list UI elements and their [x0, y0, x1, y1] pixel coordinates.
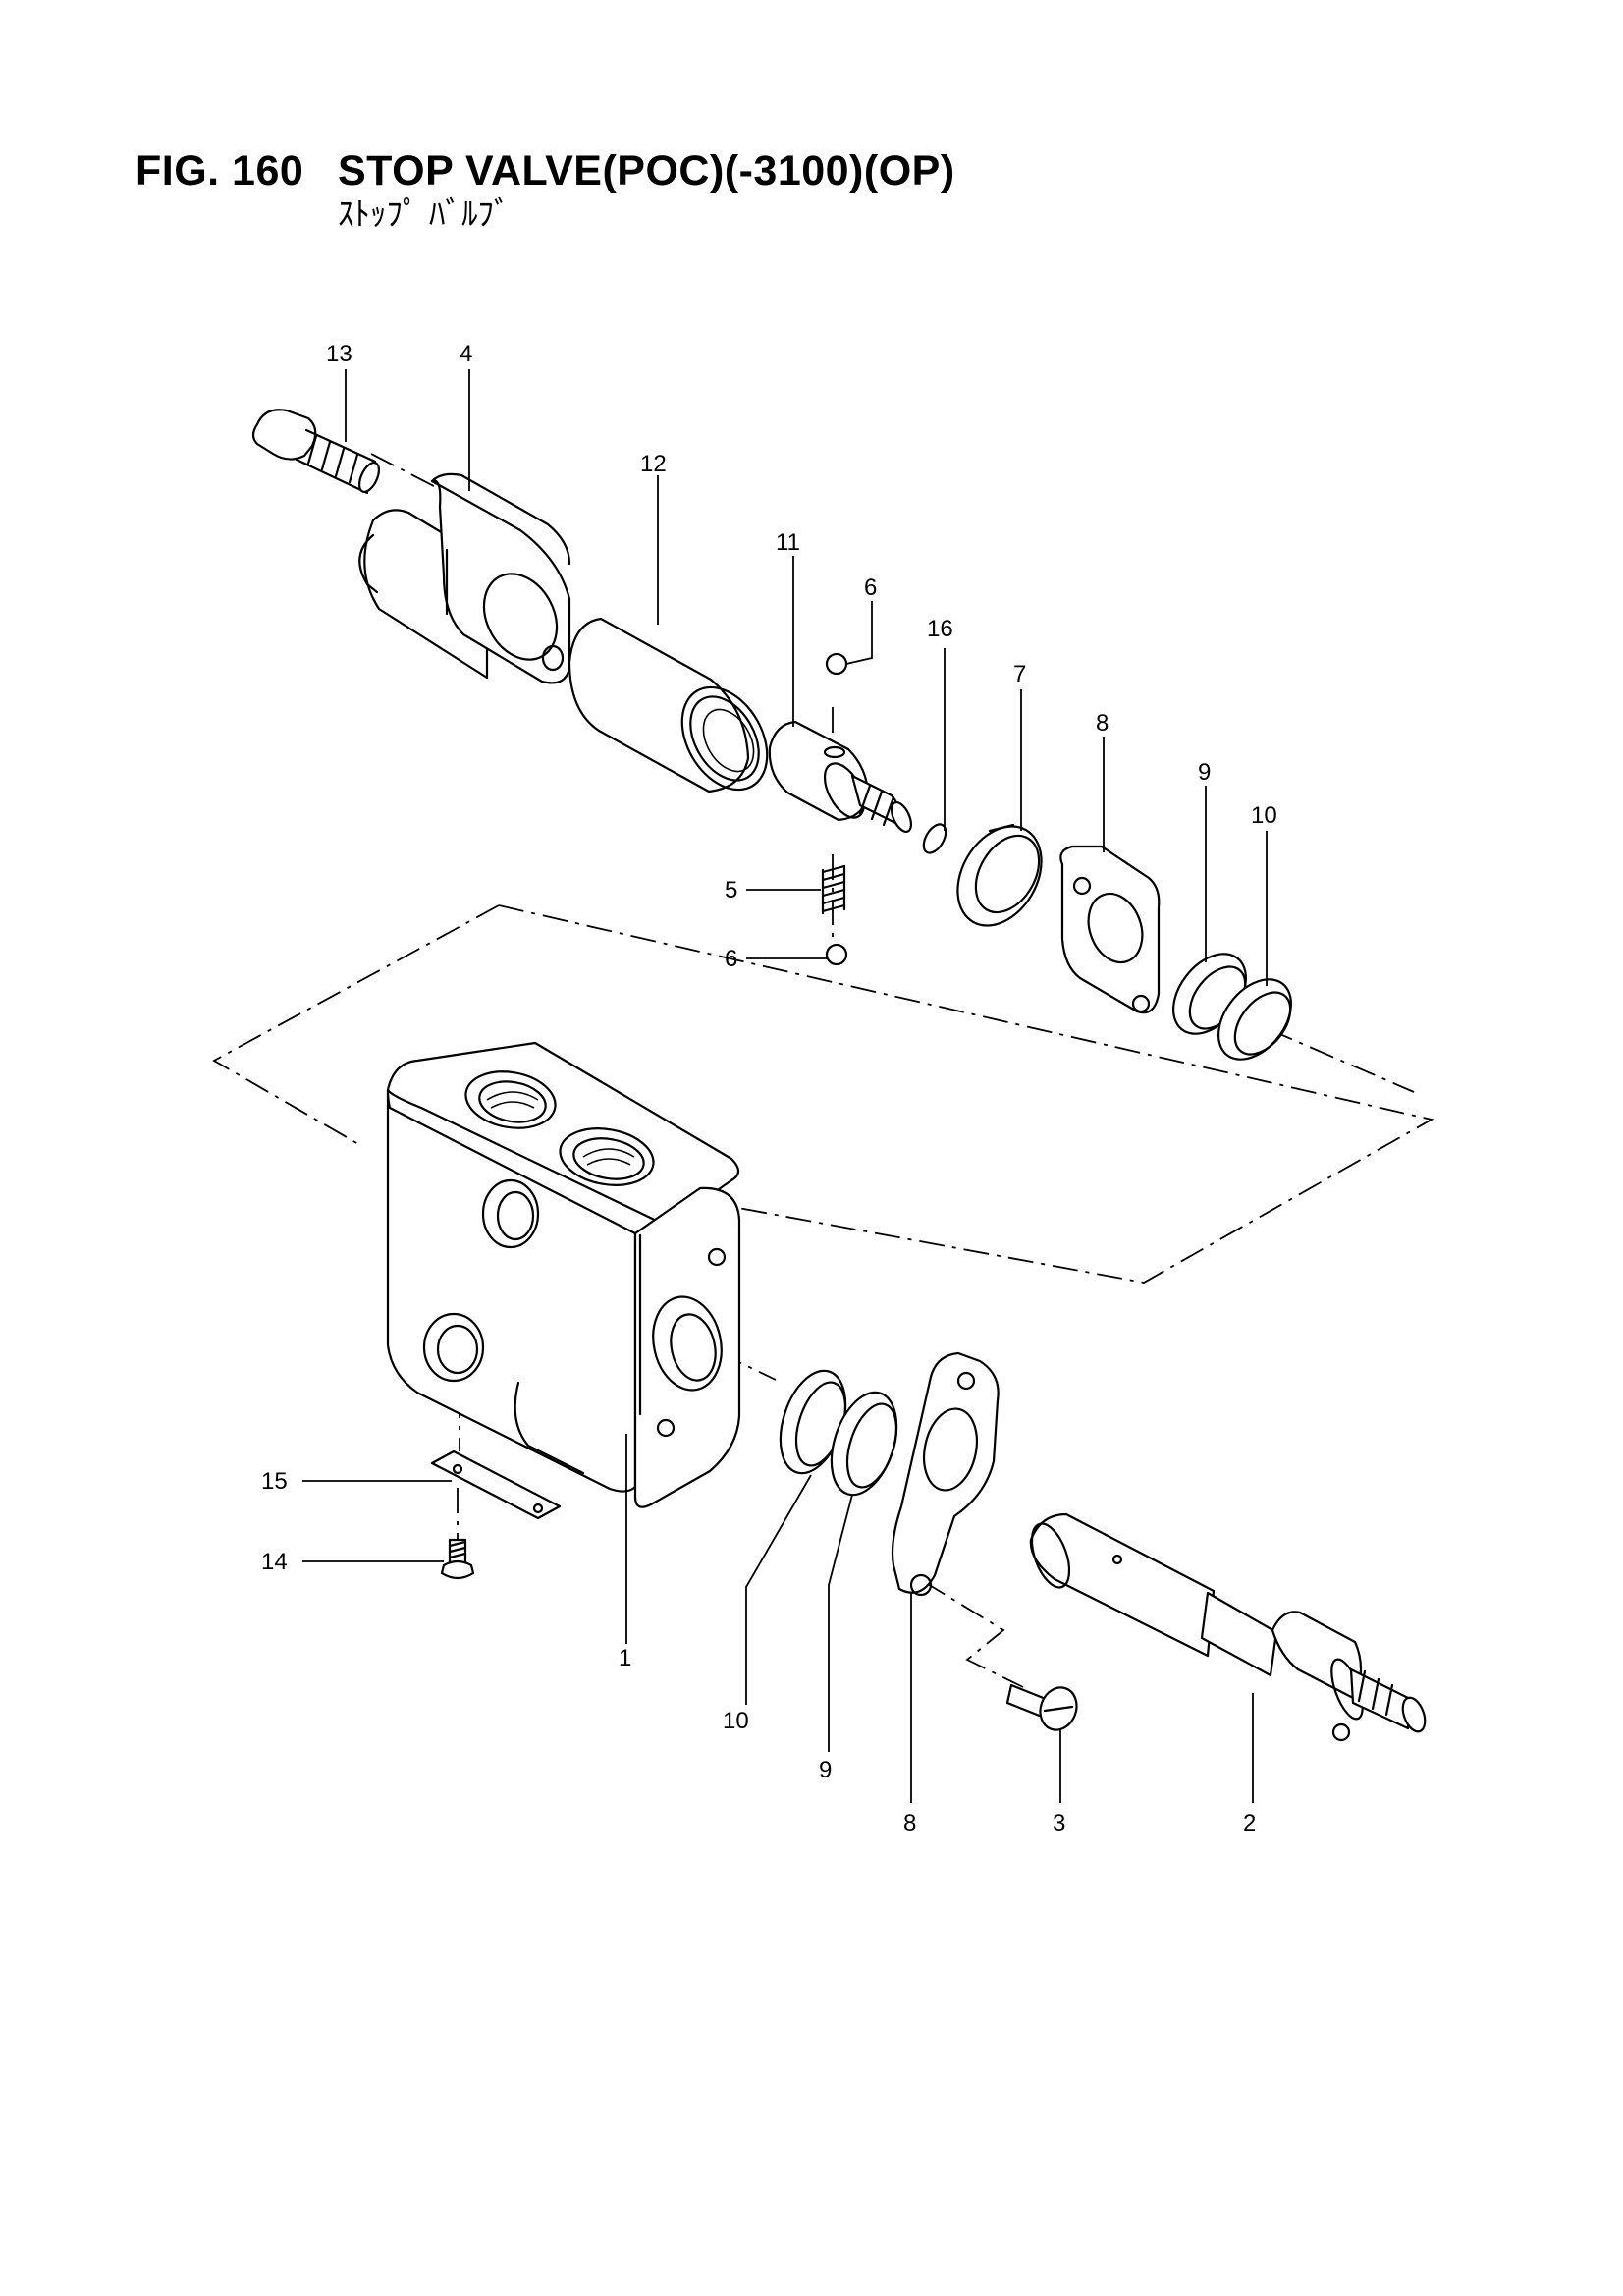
callout-4: 4	[460, 341, 472, 367]
part-5-spring	[821, 864, 846, 915]
callout-10-upper: 10	[1251, 802, 1277, 829]
callout-13: 13	[326, 341, 352, 367]
figure-header: FIG. 160 STOP VALVE(POC)(-3100)(OP) ｽﾄｯﾌﾟ…	[135, 147, 955, 234]
callout-8-lower: 8	[903, 1810, 916, 1836]
part-7-ring	[956, 823, 1043, 927]
callout-10-lower: 10	[723, 1708, 749, 1734]
part-2-shaft	[1029, 1512, 1427, 1742]
part-9-ring-lower	[830, 1391, 898, 1497]
callout-2: 2	[1243, 1810, 1256, 1836]
part-10-ring-upper	[1217, 978, 1292, 1061]
figure-title-line: FIG. 160 STOP VALVE(POC)(-3100)(OP)	[135, 147, 955, 194]
part-8-gasket-upper	[1059, 845, 1161, 1014]
callout-16: 16	[927, 616, 953, 642]
callout-9-upper: 9	[1198, 759, 1211, 786]
figure-number: FIG. 160	[135, 147, 304, 194]
figure-subtitle: ｽﾄｯﾌﾟ ﾊﾞﾙﾌﾞ	[338, 194, 511, 233]
callout-8-upper: 8	[1096, 710, 1109, 737]
callout-14: 14	[261, 1549, 288, 1575]
callout-labels: 13 4 12 11 6 16 7 8 9 10 5 6 15 14 1 10 …	[261, 341, 1277, 1836]
callout-6-lower: 6	[725, 946, 737, 972]
callout-7: 7	[1013, 661, 1026, 687]
part-3-screw	[1005, 1683, 1078, 1731]
figure-title: STOP VALVE(POC)(-3100)(OP)	[338, 147, 955, 194]
leader-lines	[302, 369, 1268, 1803]
part-6-ball-lower	[825, 943, 848, 966]
callout-1: 1	[619, 1645, 631, 1671]
part-16-o-ring	[922, 823, 947, 854]
part-6-ball-upper	[825, 652, 848, 676]
callout-6-upper: 6	[864, 574, 877, 601]
callout-5: 5	[725, 877, 737, 903]
part-14-screw	[440, 1538, 475, 1580]
callout-9-lower: 9	[819, 1757, 832, 1783]
part-15-plate	[430, 1449, 562, 1520]
part-8-gasket-lower	[891, 1351, 1000, 1597]
part-4-cover	[358, 472, 571, 684]
callout-3: 3	[1053, 1810, 1065, 1836]
part-11-spool	[768, 720, 913, 833]
part-12-sleeve	[568, 617, 769, 793]
callout-12: 12	[640, 451, 667, 477]
part-1-valve-body	[386, 1041, 741, 1508]
callout-11: 11	[776, 529, 800, 556]
callout-15: 15	[261, 1468, 288, 1495]
part-13-bolt	[251, 409, 381, 495]
